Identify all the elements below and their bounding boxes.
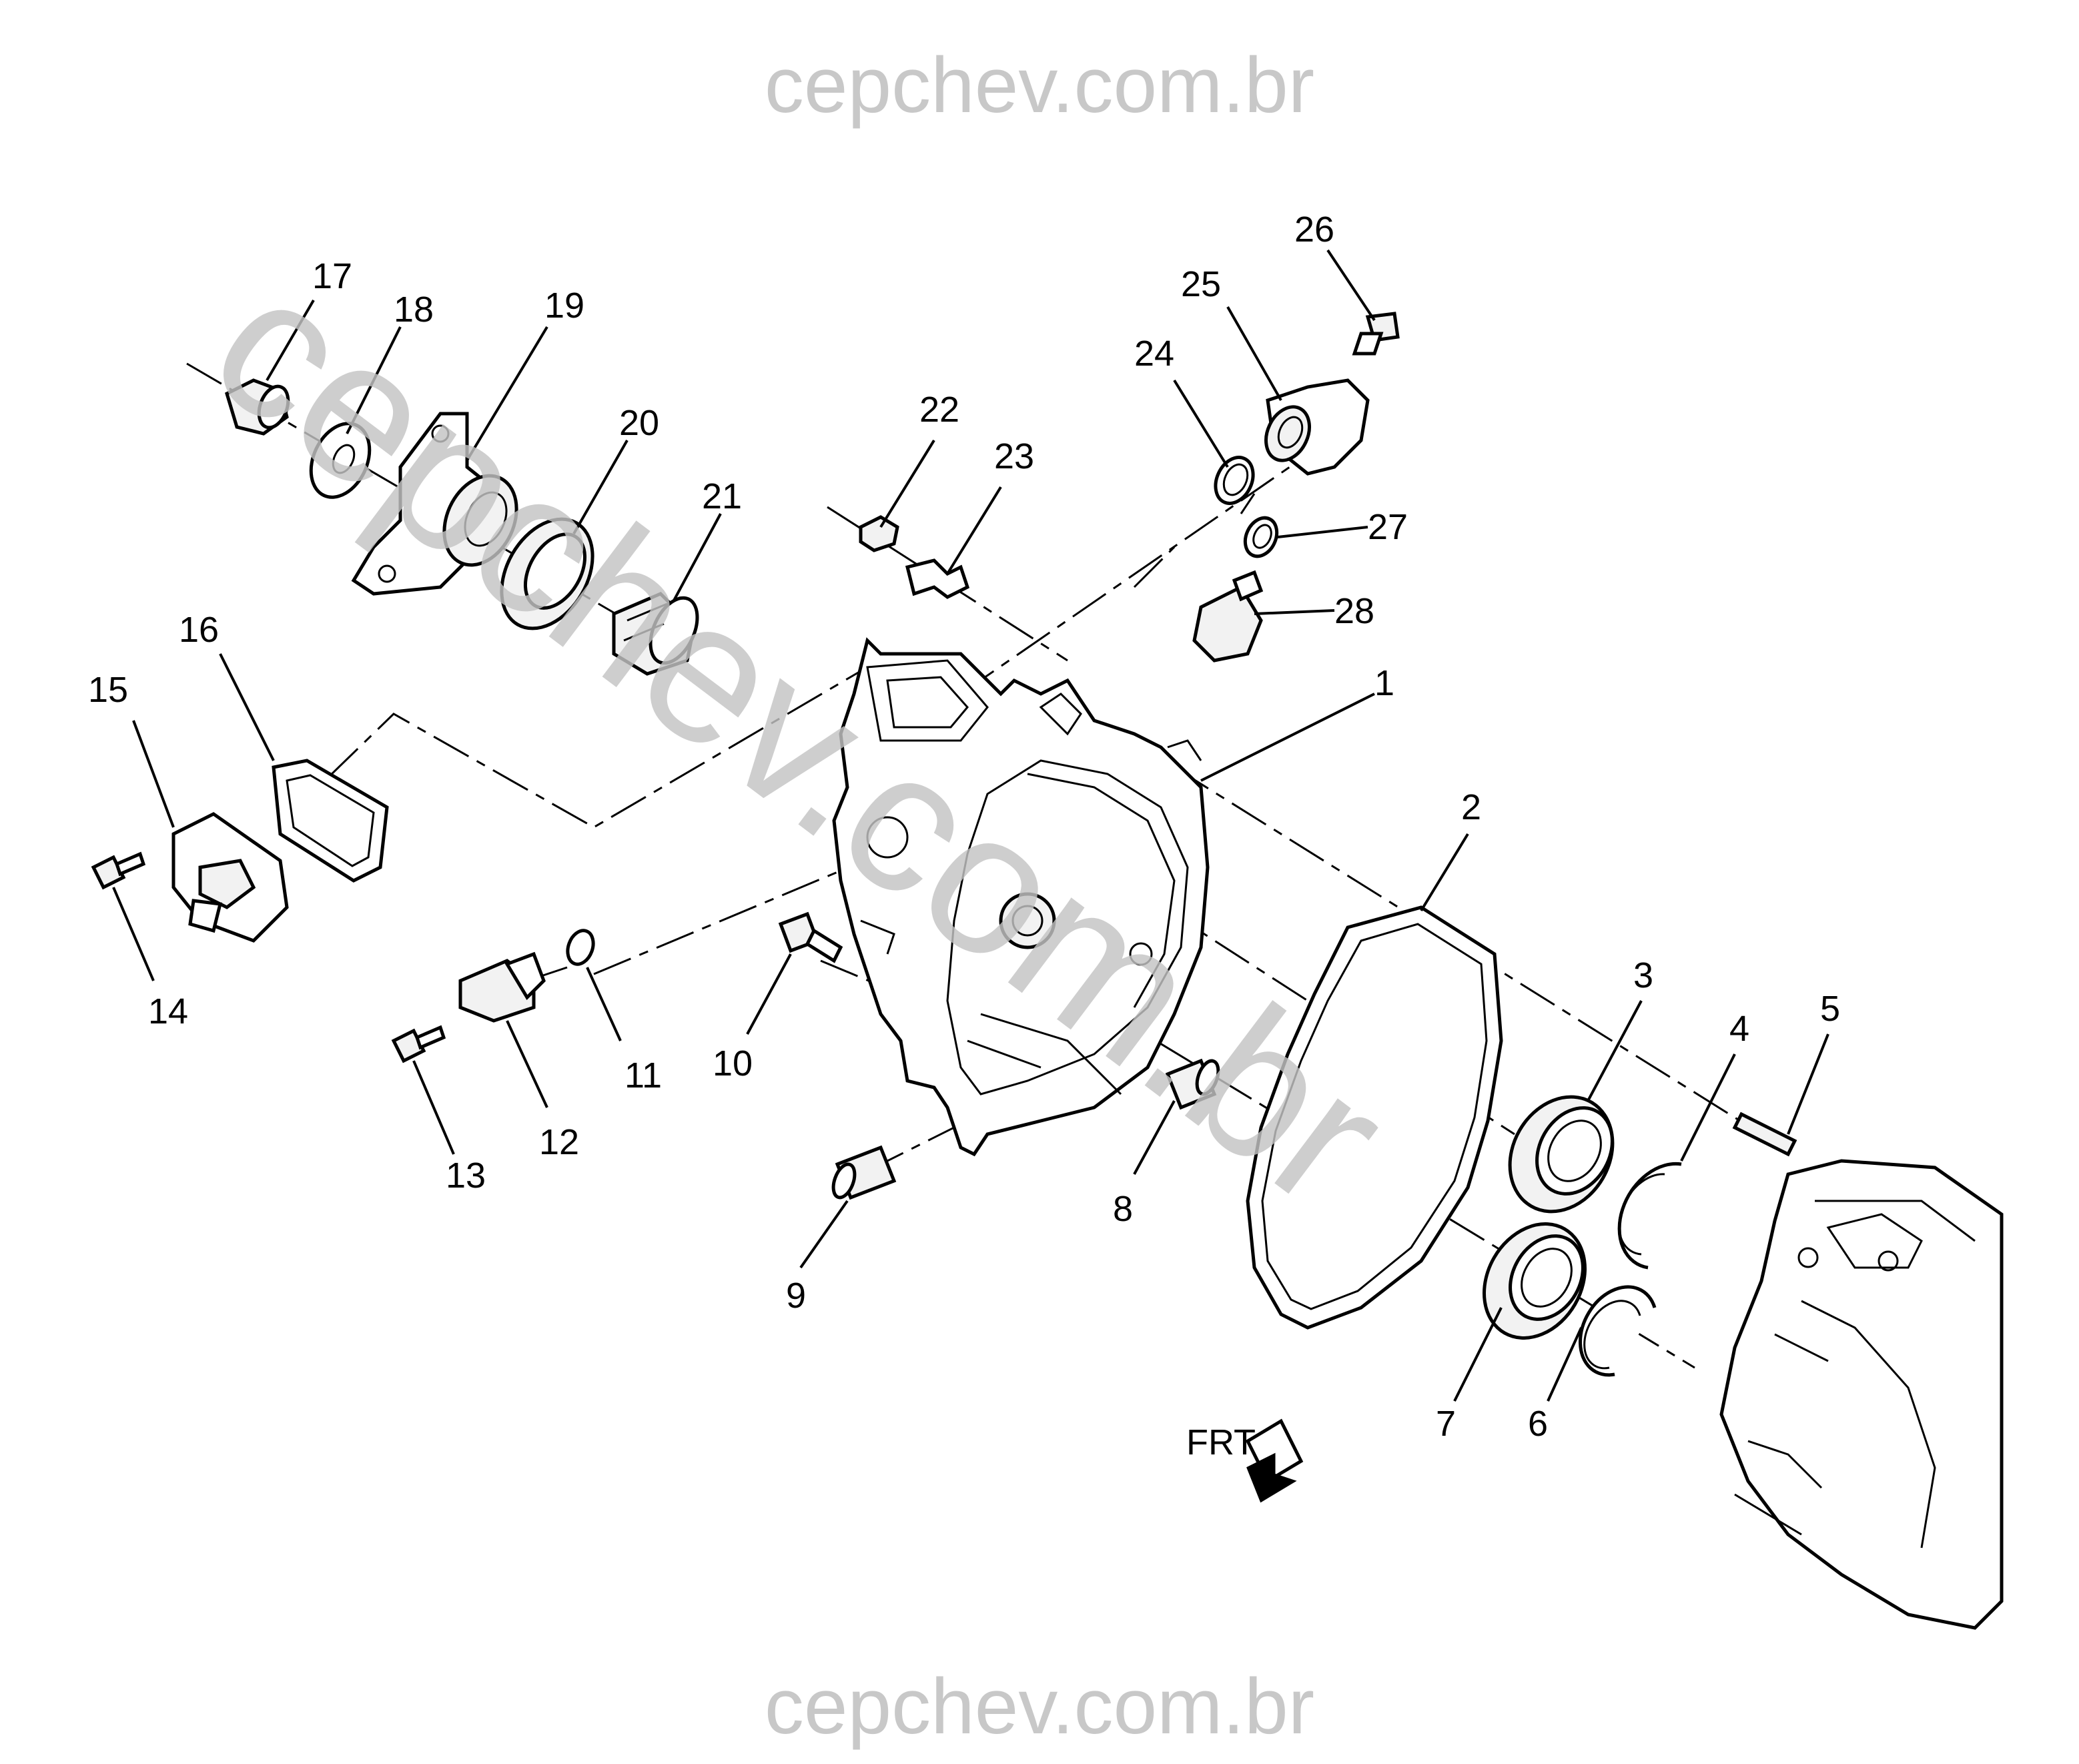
callout-28: 28 — [1334, 591, 1374, 631]
callout-19: 19 — [544, 286, 584, 326]
sensor-module-part-15 — [171, 812, 289, 943]
callout-10: 10 — [713, 1043, 753, 1083]
snap-ring-part-6 — [1579, 1285, 1657, 1377]
callout-24: 24 — [1134, 334, 1174, 374]
front-label: FRT — [1186, 1422, 1256, 1462]
seal-part-20 — [500, 517, 594, 630]
callout-18: 18 — [394, 290, 434, 330]
callout-leaders — [112, 249, 1829, 1402]
watermark-top: cepchev.com.br — [764, 41, 1315, 129]
speed-sensor-part-12 — [458, 951, 546, 1023]
callout-27: 27 — [1368, 507, 1408, 547]
callout-26: 26 — [1294, 209, 1334, 250]
bolt-part-10 — [778, 911, 843, 963]
gasket-part-16 — [272, 759, 389, 883]
yoke-flange-part-19 — [351, 412, 518, 596]
watermark-bottom: cepchev.com.br — [764, 1663, 1315, 1751]
front-direction-indicator: FRT — [1186, 1418, 1304, 1503]
nut-part-22 — [859, 515, 899, 552]
callout-11: 11 — [625, 1055, 662, 1095]
snap-ring-part-4 — [1617, 1162, 1682, 1270]
callout-16: 16 — [179, 610, 219, 650]
callout-1: 1 — [1374, 663, 1394, 703]
callout-22: 22 — [919, 390, 959, 430]
plug-part-9 — [831, 1145, 897, 1200]
actuator-part-25 — [1264, 378, 1370, 476]
callout-20: 20 — [619, 403, 659, 443]
washer-part-18 — [309, 422, 372, 499]
callout-21: 21 — [702, 476, 742, 516]
bearing-part-3 — [1508, 1095, 1615, 1214]
bushing-part-8 — [1165, 1058, 1220, 1110]
callout-12: 12 — [539, 1122, 579, 1162]
nut-part-17 — [225, 378, 290, 436]
adjacent-housing — [1719, 1159, 2004, 1630]
bolt-part-14 — [91, 851, 146, 890]
callout-3: 3 — [1633, 955, 1653, 995]
front-arrow-icon — [1246, 1452, 1297, 1503]
callout-7: 7 — [1436, 1404, 1456, 1444]
bolt-part-13 — [391, 1025, 446, 1063]
o-ring-part-27 — [1243, 516, 1279, 558]
callout-5: 5 — [1820, 989, 1840, 1029]
switch-part-28 — [1192, 570, 1264, 663]
callout-14: 14 — [148, 991, 188, 1031]
o-ring-part-24 — [1214, 456, 1255, 505]
callout-9: 9 — [786, 1276, 806, 1316]
stud-part-5 — [1732, 1112, 1797, 1157]
bearing-part-21 — [612, 592, 699, 676]
transmission-case-part-1 — [832, 637, 1210, 1157]
callout-4: 4 — [1729, 1009, 1749, 1049]
callout-8: 8 — [1113, 1189, 1133, 1229]
callout-6: 6 — [1528, 1404, 1548, 1444]
o-ring-part-11 — [566, 929, 595, 966]
callout-17: 17 — [312, 256, 352, 296]
gasket-part-2 — [1246, 905, 1503, 1330]
gasket-inner-edge — [1261, 923, 1488, 1310]
callout-25: 25 — [1181, 264, 1221, 304]
bolt-part-26 — [1352, 312, 1400, 356]
bracket-part-23 — [905, 558, 970, 599]
watermark-diagonal: cepchev.com.br — [174, 229, 1426, 1250]
bearing-part-7 — [1483, 1222, 1587, 1340]
callout-numbers: 1 2 3 4 5 6 7 8 9 10 11 12 13 14 15 16 1… — [88, 209, 1840, 1444]
callout-13: 13 — [446, 1156, 486, 1196]
callout-23: 23 — [994, 436, 1034, 476]
callout-15: 15 — [88, 670, 128, 710]
callout-2: 2 — [1461, 787, 1481, 827]
